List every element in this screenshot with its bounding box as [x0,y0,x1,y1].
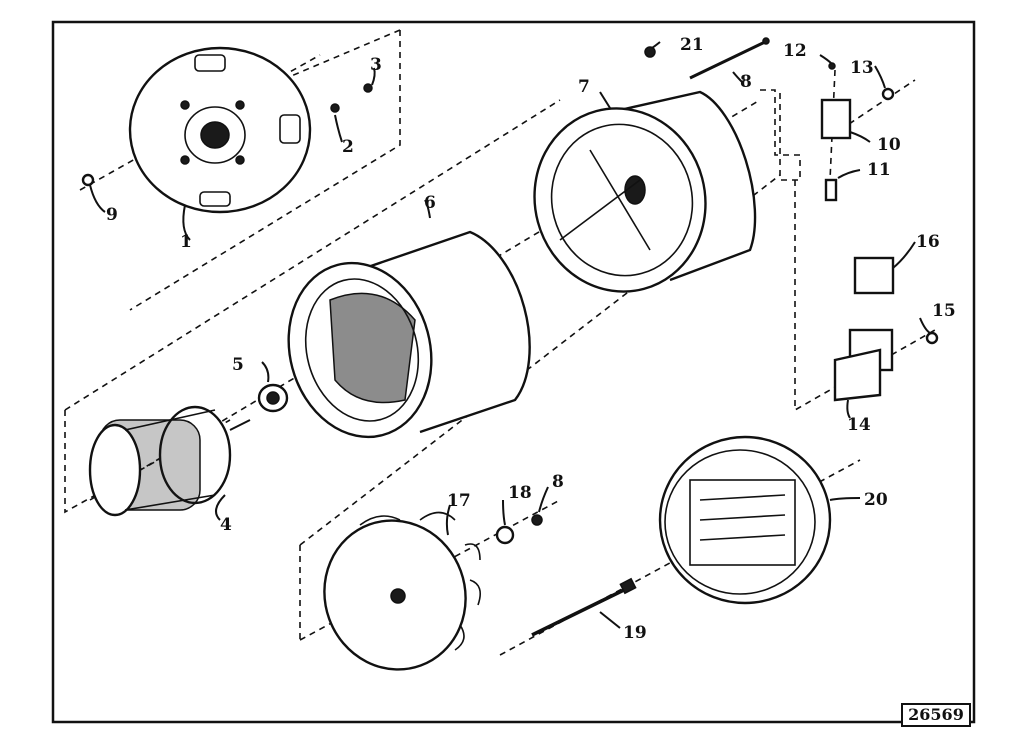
callout-14: 14 [847,415,871,435]
nut-part [531,514,543,526]
screw-part [644,46,656,58]
callout-3: 3 [370,55,382,75]
callout-16: 16 [916,232,940,252]
callout-10: 10 [877,135,901,155]
armature-part [88,405,251,517]
screw-part [925,331,939,345]
relay-part [853,256,895,295]
callout-18: 18 [508,483,532,503]
callout-5: 5 [232,355,244,375]
callout-labels: 1 2 3 4 5 6 7 8 9 10 11 12 13 14 15 16 1… [106,35,956,643]
callout-13: 13 [850,58,874,78]
bracket-part [833,348,882,402]
connector-part [824,178,838,202]
callout-15: 15 [932,301,956,321]
callout-6: 6 [424,193,436,213]
field-housing-part [287,230,531,439]
diagram-number: 26569 [901,703,971,727]
gear-housing-part [533,90,757,293]
through-bolt-part [531,577,637,637]
callout-19: 19 [623,623,647,643]
callout-12: 12 [783,41,807,61]
washer-part [330,103,340,113]
callout-7: 7 [578,77,590,97]
callout-11: 11 [867,160,891,180]
callout-4: 4 [220,515,232,535]
callout-21: 21 [680,35,704,55]
end-cover-part [658,435,832,605]
callout-2: 2 [342,137,354,157]
callout-8-lower: 8 [552,472,564,492]
fan-part [323,511,481,671]
callout-20: 20 [864,490,888,510]
callout-leaders [89,41,931,629]
callout-9: 9 [106,205,118,225]
screw-part [881,87,895,101]
washer-part [495,525,515,545]
callout-17: 17 [447,491,471,511]
washer-part [81,173,95,187]
end-bell-part [128,46,312,214]
diagram-frame [51,20,976,724]
switch-part [820,98,852,140]
bearing-part [257,383,289,413]
callout-8: 8 [740,72,752,92]
nut-part [363,83,373,93]
long-screw-part [689,37,770,80]
callout-1: 1 [180,232,192,252]
